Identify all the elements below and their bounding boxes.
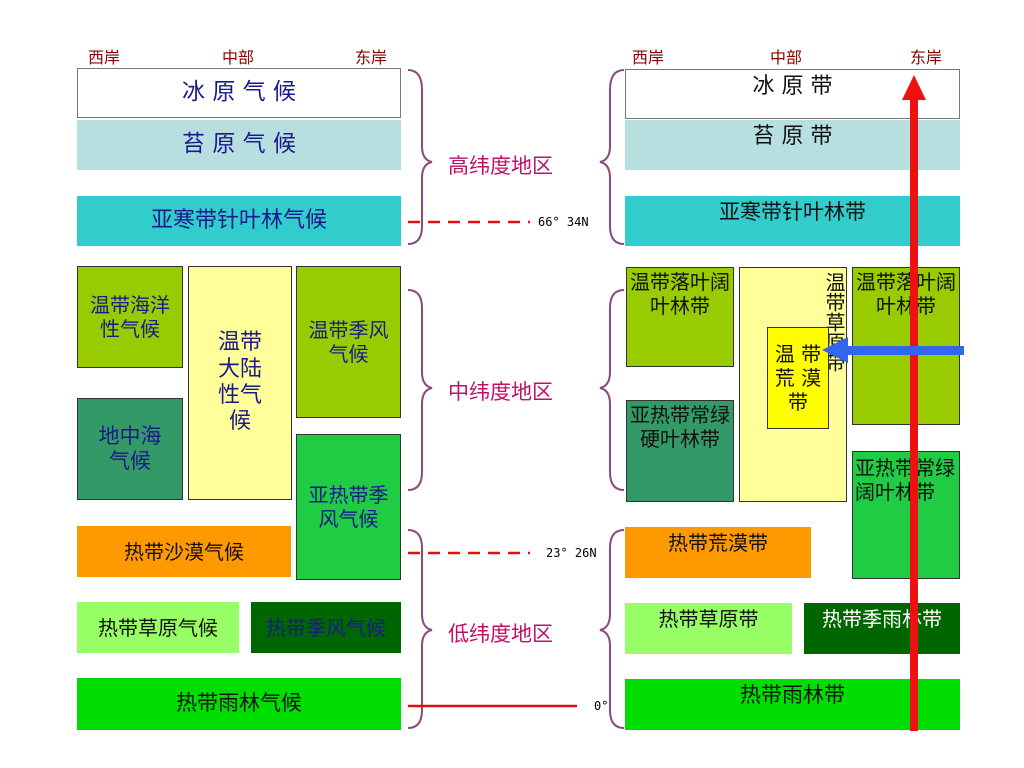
right-header-west: 西岸: [632, 48, 665, 67]
tropical-rainforest-zone: 热带雨林带: [625, 679, 960, 730]
ice-zone: 冰 原 带: [625, 69, 960, 119]
left-brace-mid: [407, 289, 433, 491]
left-brace-high: [407, 69, 433, 245]
tropical-monsoon-climate: 热带季风气候: [251, 602, 401, 653]
low-latitude-region-label: 低纬度地区: [448, 622, 553, 646]
left-header-east: 东岸: [355, 48, 388, 67]
tropical-savanna-climate: 热带草原气候: [77, 602, 239, 653]
subarctic-climate: 亚寒带针叶林气候: [77, 196, 401, 246]
right-brace-mid: [599, 289, 625, 491]
ice-cap-climate: 冰 原 气 候: [77, 68, 401, 118]
left-header-middle: 中部: [222, 48, 255, 67]
temperate-continental-climate: 温带大陆性气候: [188, 266, 292, 500]
mid-latitude-region-label: 中纬度地区: [448, 380, 553, 404]
tropical-rainforest-climate: 热带雨林气候: [77, 678, 401, 730]
right-header-east: 东岸: [910, 48, 943, 67]
temperate-monsoon-climate: 温带季风气候: [296, 266, 401, 418]
temperate-deciduous-forest-west: 温带落叶阔叶林带: [626, 267, 734, 367]
tropical-savanna-zone: 热带草原带: [625, 603, 792, 654]
taiga-zone: 亚寒带针叶林带: [625, 196, 960, 246]
tropical-desert-zone: 热带荒漠带: [625, 527, 811, 578]
equator-label: 0°: [594, 699, 609, 713]
left-brace-low: [407, 529, 433, 729]
subtropical-sclerophyll-forest: 亚热带常绿硬叶林带: [626, 400, 734, 502]
tropical-desert-climate: 热带沙漠气候: [77, 526, 291, 577]
high-latitude-region-label: 高纬度地区: [448, 154, 553, 178]
tropical-monsoon-forest-zone: 热带季雨林带: [804, 603, 960, 654]
right-brace-high: [599, 69, 625, 245]
tundra-zone: 苔 原 带: [625, 120, 960, 170]
longitudinal-change-arrow: [822, 337, 964, 363]
latitudinal-change-arrow: [902, 75, 926, 731]
right-header-middle: 中部: [770, 48, 803, 67]
tundra-climate: 苔 原 气 候: [77, 120, 401, 170]
mediterranean-climate: 地中海气候: [77, 398, 183, 500]
temperate-desert-zone: 温 带荒 漠带: [767, 327, 829, 429]
subtropical-evergreen-forest: 亚热带常绿阔叶林带: [852, 451, 960, 579]
left-header-west: 西岸: [88, 48, 121, 67]
right-brace-low: [599, 529, 625, 729]
temperate-maritime-climate: 温带海洋性气候: [77, 266, 183, 368]
tropic-label: 23° 26N: [546, 546, 597, 560]
polar-circle-label: 66° 34N: [538, 215, 589, 229]
subtropical-monsoon-climate: 亚热带季风气候: [296, 434, 401, 580]
